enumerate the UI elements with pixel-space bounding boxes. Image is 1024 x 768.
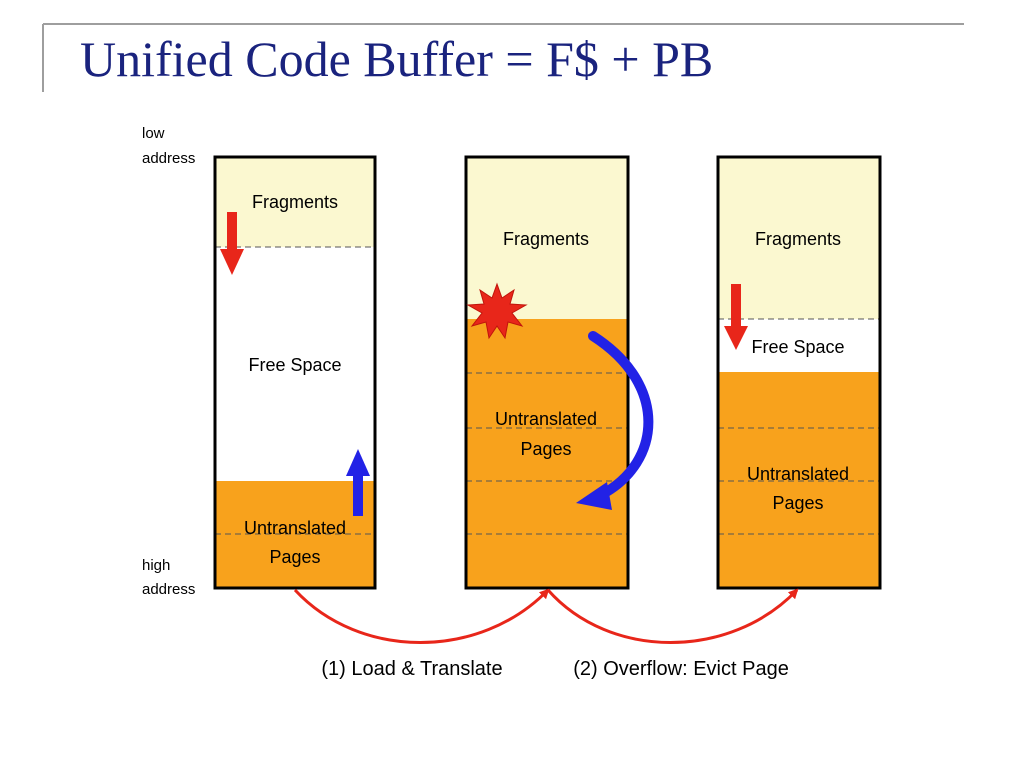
untranslated-label-line2: Pages: [520, 439, 571, 459]
fragments-label: Fragments: [755, 229, 841, 249]
untranslated-label-line2: Pages: [269, 547, 320, 567]
free-space-region: [215, 247, 375, 481]
explosion-icon: [466, 282, 528, 340]
high-label: high: [142, 557, 170, 574]
step1-label: (1) Load & Translate: [321, 658, 502, 680]
free-space-label: Free Space: [248, 355, 341, 375]
column-frame: [716, 155, 882, 590]
high-address-label: address: [142, 581, 195, 598]
untranslated-region: [718, 372, 880, 588]
fragments-region: [718, 157, 880, 319]
fragments-region: [215, 157, 375, 247]
untranslated-region: [466, 319, 628, 588]
fragments-region: [466, 157, 628, 319]
low-address-label: address: [142, 150, 195, 167]
curved-arrow-icon: [576, 331, 654, 510]
column-frame: [213, 155, 377, 590]
down-arrow-icon: [220, 212, 244, 275]
page-title: Unified Code Buffer = F$ + PB: [80, 31, 714, 87]
transition-arrow-step1: [293, 588, 550, 644]
step2-label: (2) Overflow: Evict Page: [573, 658, 789, 680]
buffer-column-2: Fragments Untranslated Pages: [464, 155, 654, 590]
free-space-label: Free Space: [751, 337, 844, 357]
untranslated-label-line1: Untranslated: [495, 409, 597, 429]
up-arrow-icon: [346, 449, 370, 516]
transition-arrow-step2: [546, 588, 799, 644]
down-arrow-icon: [724, 284, 748, 350]
untranslated-label-line1: Untranslated: [747, 464, 849, 484]
low-label: low: [142, 125, 165, 142]
buffer-column-1: Fragments Free Space Untranslated Pages: [213, 155, 377, 590]
fragments-label: Fragments: [252, 192, 338, 212]
untranslated-label-line2: Pages: [772, 493, 823, 513]
buffer-column-3: Fragments Free Space Untranslated Pages: [716, 155, 882, 590]
untranslated-label-line1: Untranslated: [244, 518, 346, 538]
fragments-label: Fragments: [503, 229, 589, 249]
